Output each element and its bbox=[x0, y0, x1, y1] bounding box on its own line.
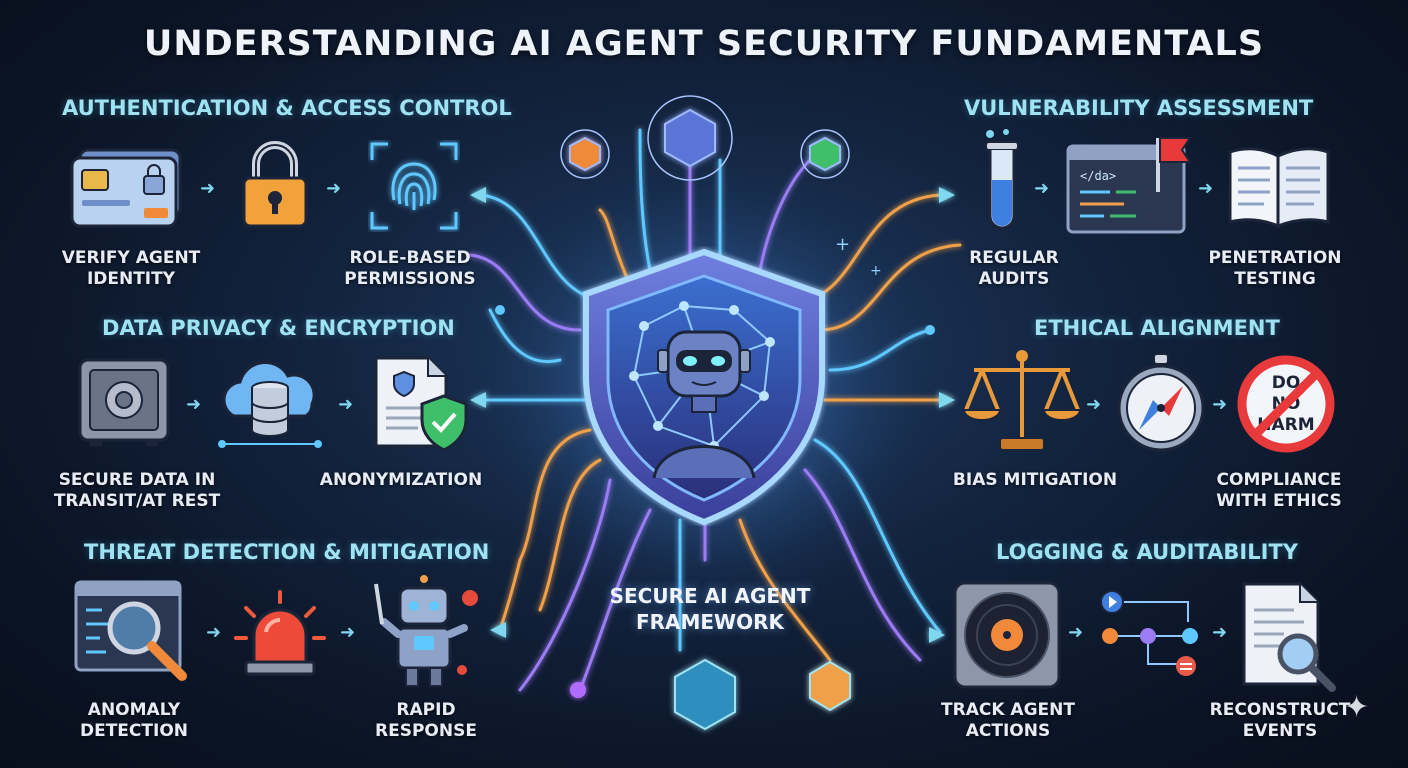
label-bias-mitigation: BIAS MITIGATION bbox=[952, 470, 1118, 490]
magnifier-code-icon bbox=[74, 580, 187, 681]
code-window-flag-icon: </da> bbox=[1066, 137, 1192, 234]
flow-arrow: ➜ bbox=[1212, 622, 1228, 643]
svg-text:+: + bbox=[870, 263, 882, 279]
section-title-ethics: ETHICAL ALIGNMENT bbox=[1034, 316, 1280, 340]
section-title-auth: AUTHENTICATION & ACCESS CONTROL bbox=[62, 96, 512, 120]
id-card-icon bbox=[70, 148, 182, 228]
code-tag-text: </da> bbox=[1080, 169, 1116, 183]
safe-icon bbox=[78, 358, 170, 446]
section-title-privacy: DATA PRIVACY & ENCRYPTION bbox=[102, 316, 455, 340]
padlock-icon bbox=[242, 141, 308, 228]
alarm-light-icon bbox=[234, 590, 326, 676]
flow-arrow: ➜ bbox=[186, 394, 202, 415]
flow-arrow: ➜ bbox=[340, 622, 356, 643]
sparkle-icon: ✦ bbox=[1344, 690, 1370, 725]
fingerprint-icon bbox=[370, 142, 458, 230]
section-title-threat: THREAT DETECTION & MITIGATION bbox=[84, 540, 490, 564]
flow-arrow: ➜ bbox=[326, 178, 342, 199]
workflow-icon bbox=[1100, 590, 1198, 676]
top-cube-nodes bbox=[569, 108, 841, 172]
sign-text-do: DO bbox=[1272, 373, 1301, 393]
svg-text:+: + bbox=[835, 234, 850, 255]
test-tube-icon bbox=[985, 129, 1019, 230]
flow-arrow: ➜ bbox=[206, 622, 222, 643]
page-title: UNDERSTANDING AI AGENT SECURITY FUNDAMEN… bbox=[143, 24, 1265, 64]
cloud-database-icon bbox=[218, 360, 322, 448]
flow-arrow: ➜ bbox=[200, 178, 216, 199]
compass-icon bbox=[1117, 353, 1205, 452]
flow-arrow: ➜ bbox=[1212, 394, 1228, 415]
vinyl-record-icon bbox=[953, 581, 1061, 689]
document-magnifier-icon bbox=[1242, 582, 1336, 692]
robot-defender-icon bbox=[374, 575, 478, 687]
flow-arrow: ➜ bbox=[338, 394, 354, 415]
do-no-harm-sign-icon: DO NO HARM bbox=[1237, 355, 1335, 453]
scales-icon bbox=[962, 350, 1082, 451]
robot-shield-icon bbox=[583, 248, 825, 526]
label-anonymization: ANONYMIZATION bbox=[319, 470, 483, 490]
document-shield-icon bbox=[374, 356, 468, 452]
flow-arrow: ➜ bbox=[1086, 394, 1102, 415]
open-book-icon bbox=[1228, 147, 1330, 229]
flow-arrow: ➜ bbox=[1068, 622, 1084, 643]
section-title-vuln: VULNERABILITY ASSESSMENT bbox=[964, 96, 1314, 120]
flow-arrow: ➜ bbox=[1034, 178, 1050, 199]
section-title-logging: LOGGING & AUDITABILITY bbox=[996, 540, 1298, 564]
flow-arrow: ➜ bbox=[1198, 178, 1214, 199]
